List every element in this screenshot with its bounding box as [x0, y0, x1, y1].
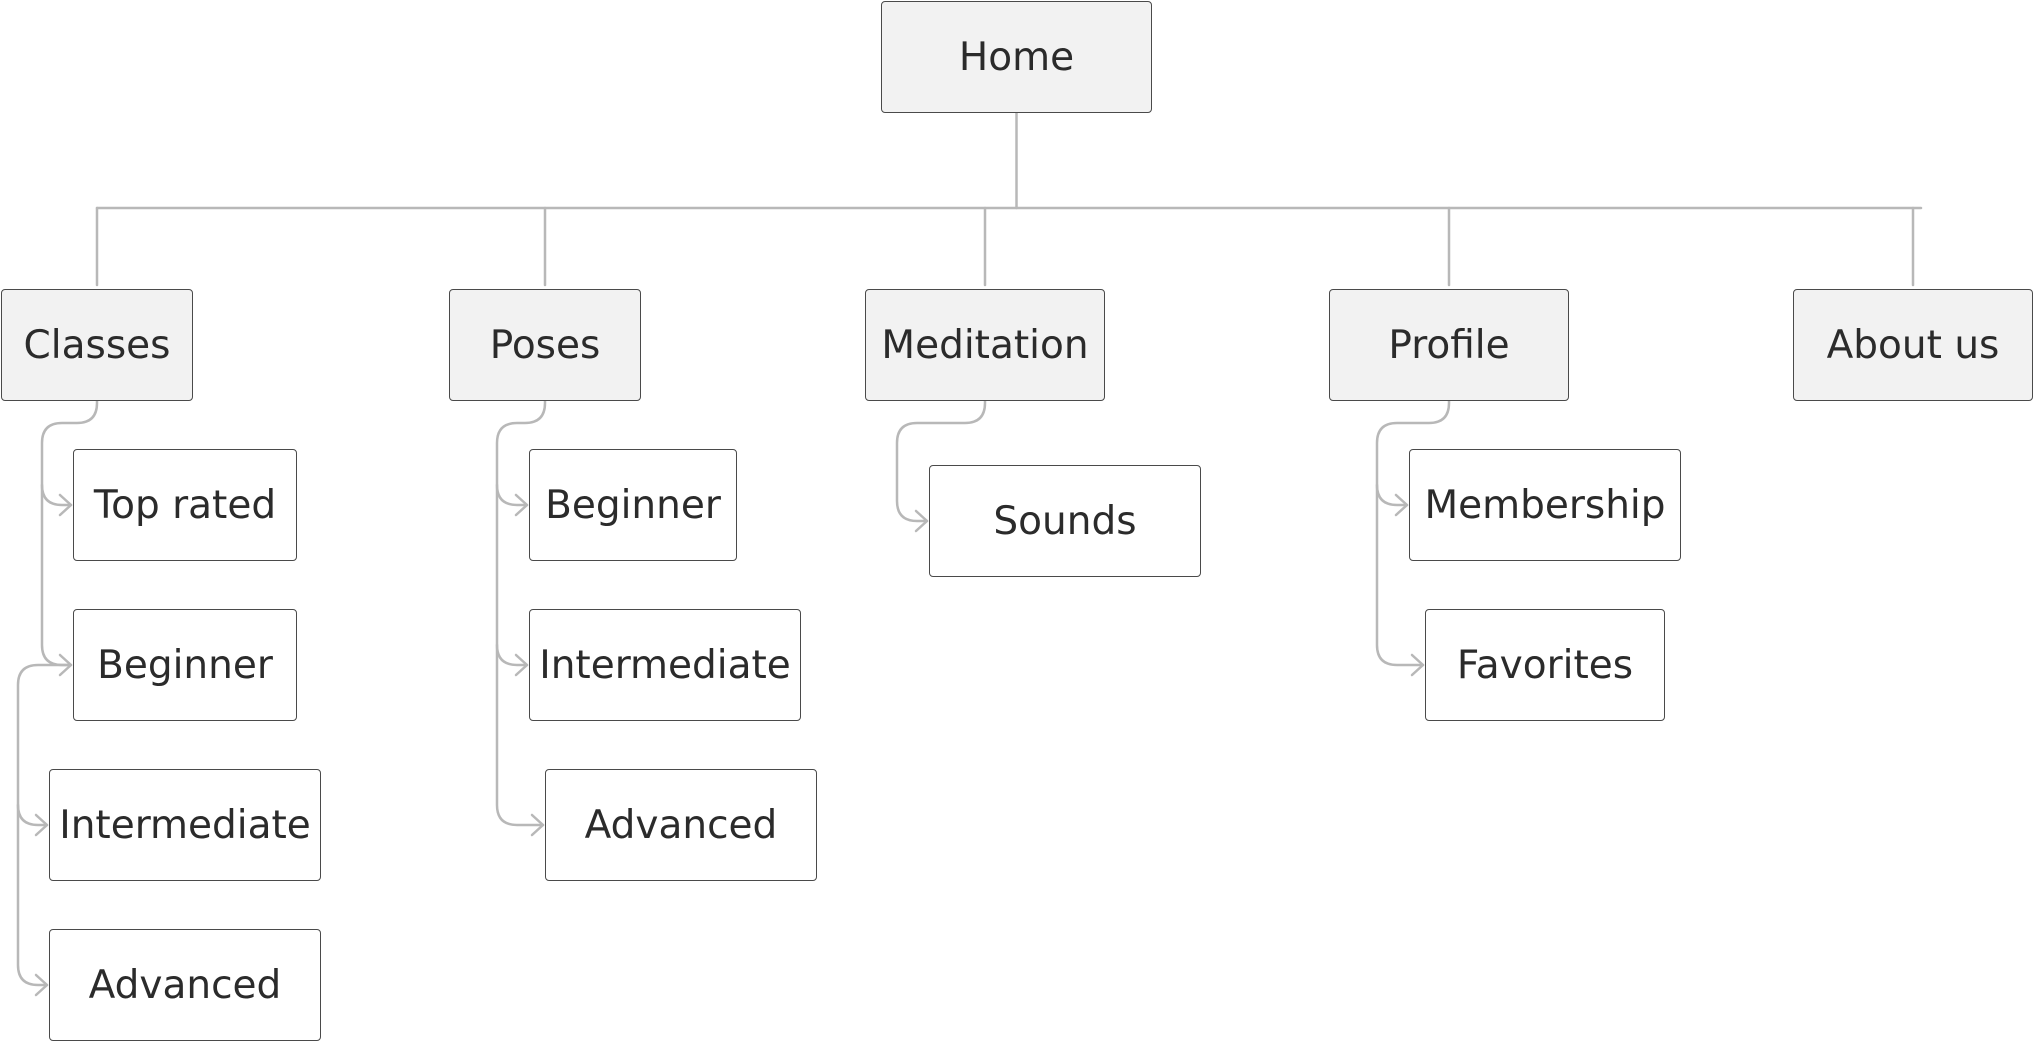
node-meditation-sounds: Sounds: [929, 465, 1201, 577]
node-meditation: Meditation: [865, 289, 1105, 401]
connector-tick-0-0: [40, 483, 73, 507]
node-poses-advanced: Advanced: [545, 769, 817, 881]
node-profile: Profile: [1329, 289, 1569, 401]
connector-tick-1-1: [495, 643, 529, 667]
node-profile-membership: Membership: [1409, 449, 1681, 561]
node-profile-favorites: Favorites: [1425, 609, 1665, 721]
connector-branch-0-0: [40, 399, 99, 667]
connector-tick-1-0: [495, 483, 529, 507]
node-about-us: About us: [1793, 289, 2033, 401]
arrow-0-3: [34, 973, 49, 997]
node-home: Home: [881, 1, 1152, 113]
arrow-0-0: [58, 493, 73, 517]
arrow-0-1: [58, 653, 73, 677]
node-poses: Poses: [449, 289, 641, 401]
arrow-3-1: [1410, 653, 1425, 677]
node-poses-intermediate: Intermediate: [529, 609, 801, 721]
arrow-1-0: [514, 493, 529, 517]
node-classes-intermediate: Intermediate: [49, 769, 321, 881]
arrow-1-1: [514, 653, 529, 677]
node-poses-beginner: Beginner: [529, 449, 737, 561]
connector-branch-2-0: [895, 399, 987, 523]
connector-branch-3-0: [1375, 399, 1451, 667]
connector-branch-1-0: [495, 399, 547, 827]
arrow-3-0: [1394, 493, 1409, 517]
node-classes-beginner: Beginner: [73, 609, 297, 721]
arrow-0-2: [34, 813, 49, 837]
arrow-1-2: [530, 813, 545, 837]
connector-tick-3-0: [1375, 483, 1409, 507]
arrow-2-0: [914, 509, 929, 533]
connector-tick-0-2: [16, 803, 49, 827]
connector-branch-0-1: [16, 663, 71, 987]
node-classes-advanced: Advanced: [49, 929, 321, 1041]
node-classes-top-rated: Top rated: [73, 449, 297, 561]
node-classes: Classes: [1, 289, 193, 401]
